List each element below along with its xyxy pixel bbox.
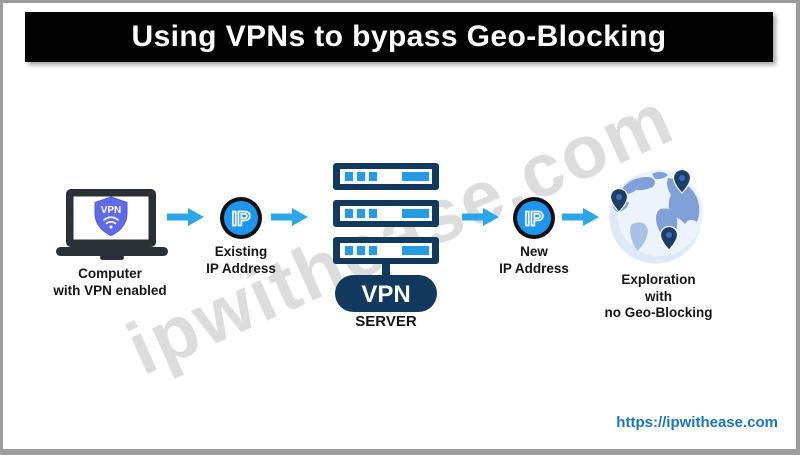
site-url-link[interactable]: https://ipwithease.com bbox=[616, 414, 778, 431]
ip-badge-new-icon: IP bbox=[513, 197, 555, 239]
new-ip-caption: New IP Address bbox=[479, 243, 589, 277]
new-ip-node: IP bbox=[512, 196, 556, 245]
location-pin-icon-bottom bbox=[659, 225, 679, 251]
globe-caption-line3: no Geo-Blocking bbox=[604, 305, 713, 320]
vpn-pill-label: VPN bbox=[361, 281, 410, 308]
globe-icon bbox=[609, 168, 703, 264]
location-pin-icon-top-right bbox=[672, 168, 692, 194]
new-ip-caption-line2: IP Address bbox=[499, 261, 569, 276]
globe-node bbox=[608, 166, 704, 271]
arrow-icon-1 bbox=[167, 208, 204, 226]
page-title: Using VPNs to bypass Geo-Blocking bbox=[131, 20, 667, 53]
computer-caption-line1: Computer bbox=[78, 266, 142, 281]
laptop-base-notch bbox=[100, 255, 124, 260]
computer-node: VPN bbox=[56, 186, 168, 267]
server-connector-stem bbox=[382, 262, 390, 280]
location-pin-icon-left bbox=[609, 187, 629, 213]
ip-badge-existing-icon: IP bbox=[220, 197, 262, 239]
vpn-shield-icon bbox=[94, 196, 128, 237]
server-rack-unit-1 bbox=[333, 163, 439, 190]
shield-label: VPN bbox=[101, 205, 122, 216]
new-ip-badge-label: IP bbox=[525, 209, 544, 231]
computer-caption-line2: with VPN enabled bbox=[53, 283, 167, 298]
new-ip-caption-line1: New bbox=[520, 244, 548, 259]
existing-ip-caption-line1: Existing bbox=[214, 244, 268, 259]
vpn-pill bbox=[335, 275, 437, 312]
arrow-icon-4 bbox=[562, 208, 599, 226]
laptop-base bbox=[56, 247, 168, 256]
existing-ip-caption: Existing IP Address bbox=[186, 243, 296, 277]
globe-caption-line1: Exploration bbox=[621, 272, 696, 287]
existing-ip-caption-line2: IP Address bbox=[206, 261, 276, 276]
laptop-icon: VPN bbox=[56, 189, 168, 260]
server-caption: SERVER bbox=[331, 313, 441, 330]
arrow-icon-2 bbox=[271, 208, 308, 226]
globe-continents bbox=[612, 171, 700, 251]
globe-caption: Exploration with no Geo-Blocking bbox=[591, 272, 726, 322]
existing-ip-badge-label: IP bbox=[232, 209, 251, 231]
arrow-icon-3 bbox=[462, 208, 499, 226]
globe-caption-line2: with bbox=[645, 288, 672, 304]
existing-ip-node: IP bbox=[219, 196, 263, 245]
server-caption-line1: SERVER bbox=[355, 313, 417, 330]
server-rack-unit-3 bbox=[333, 237, 439, 264]
server-stack-icon: VPN bbox=[333, 163, 439, 312]
title-banner: Using VPNs to bypass Geo-Blocking bbox=[25, 12, 773, 62]
wifi-icon bbox=[103, 216, 119, 229]
server-rack-unit-2 bbox=[333, 200, 439, 227]
computer-caption: Computer with VPN enabled bbox=[40, 265, 180, 299]
vpn-server-node: VPN bbox=[331, 158, 441, 319]
